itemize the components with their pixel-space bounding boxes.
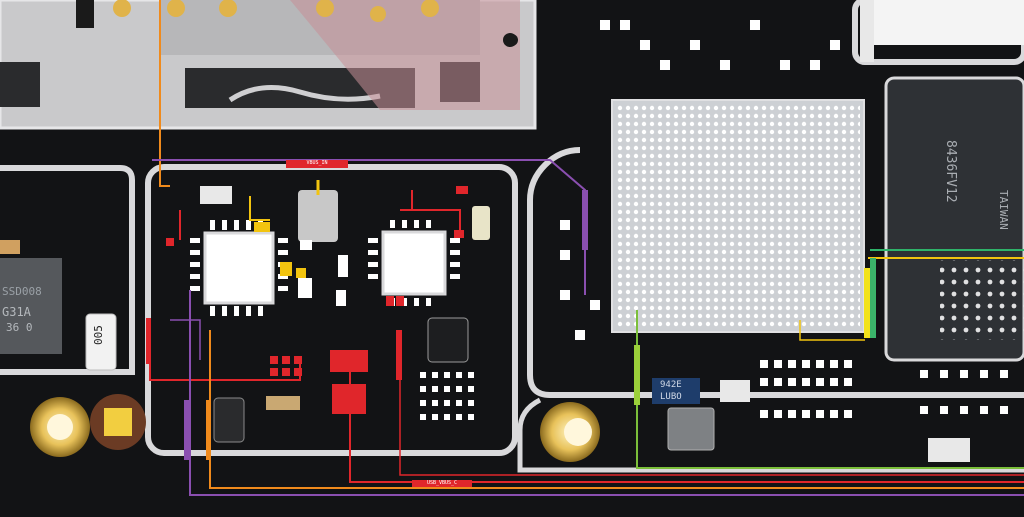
trace-purple-bottom [189, 290, 1024, 496]
top-net-tag [286, 160, 348, 168]
flash-code-label: 8436FV12 [943, 140, 958, 203]
cpu-shield [506, 20, 1024, 473]
small-chip [652, 378, 700, 404]
signal-bars [146, 160, 876, 487]
trace-orange-bottom [209, 330, 1024, 489]
small-chip-code-2: LUBO [660, 392, 682, 402]
top-net-label[interactable]: VBUS_IN [306, 160, 328, 166]
pmic-shield [145, 164, 518, 456]
gold-pads [30, 394, 600, 462]
top-connector [0, 0, 537, 130]
inductor-2 [427, 317, 469, 363]
yellow-pads [254, 222, 306, 278]
left-shield [0, 165, 135, 375]
trace-orange-top [159, 0, 170, 187]
bottom-net-label[interactable]: USB_VBUS_C [426, 480, 458, 486]
resistor-code-label: 005 [92, 325, 105, 345]
chip-code-label-1: G31A [2, 305, 31, 319]
ssd-code-label: SSD008 [2, 285, 42, 298]
top-right-shield [852, 0, 1024, 65]
resistor [85, 313, 117, 371]
small-chip-code-1: 942E [660, 380, 682, 390]
inductor [298, 190, 338, 242]
bottom-net-tag [412, 480, 472, 487]
chip-code-label-2: 36 0 [6, 321, 33, 334]
left-ic [0, 258, 62, 354]
trace-red-bottom [349, 360, 1024, 483]
red-pads [166, 186, 468, 376]
pmic-chip-1 [203, 231, 275, 305]
flash-code-label-2: TAIWAN [997, 190, 1010, 230]
pmic-chip-2 [381, 230, 447, 296]
